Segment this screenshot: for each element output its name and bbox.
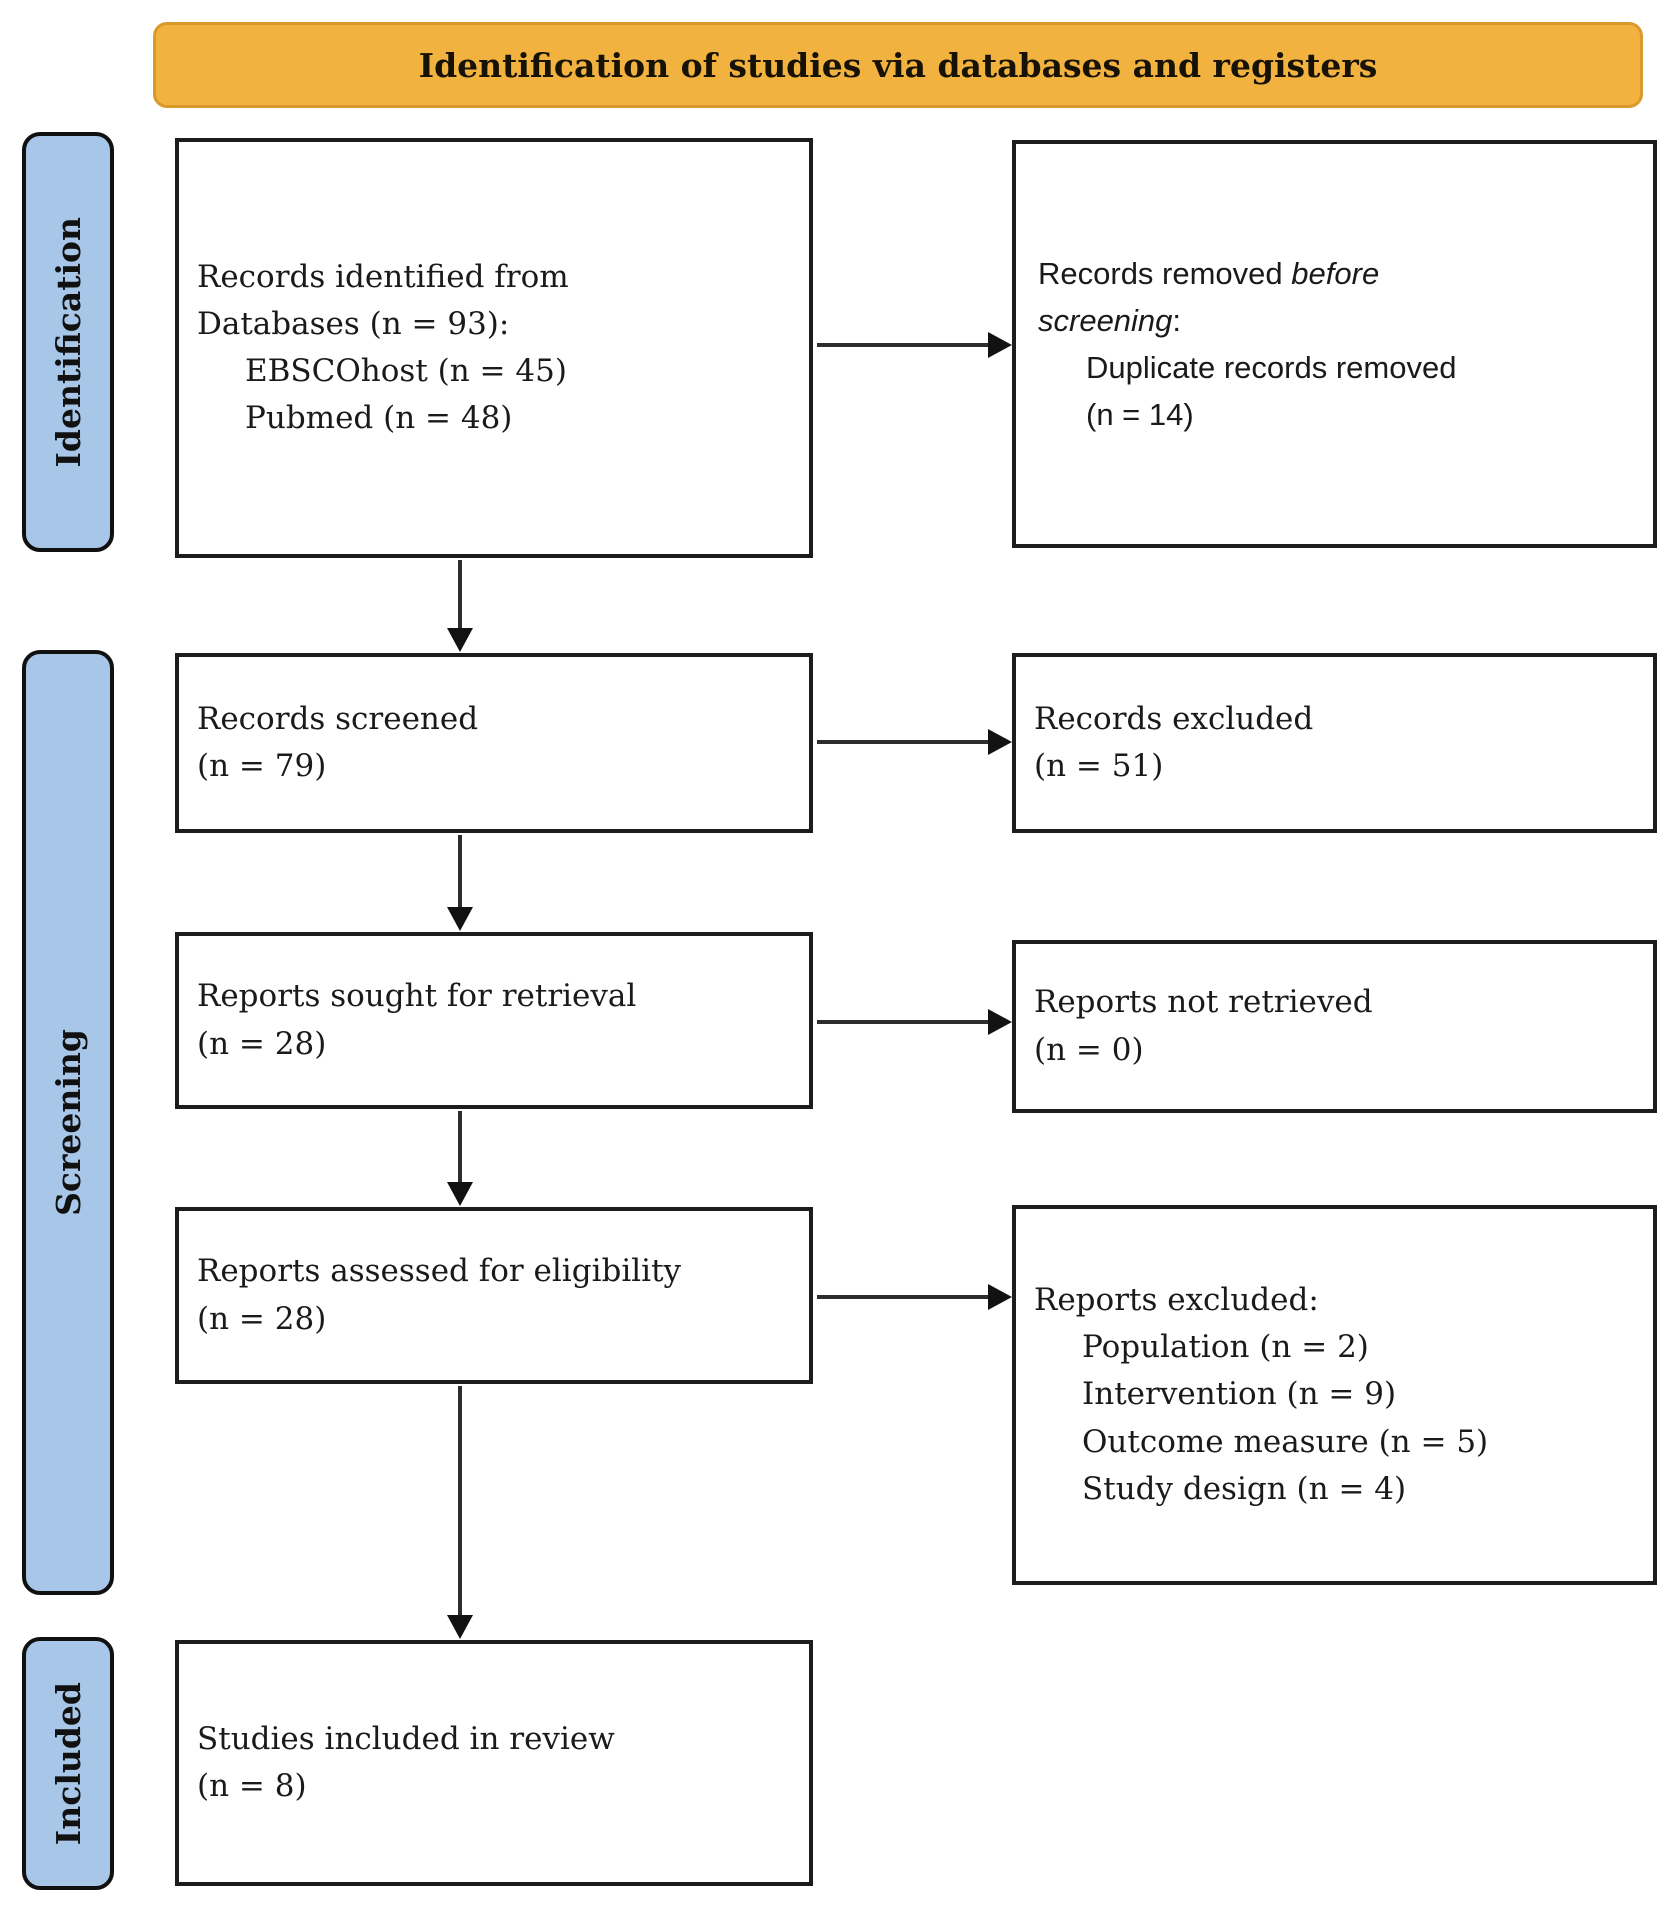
text-line: Population (n = 2)	[1082, 1329, 1369, 1366]
text-line: Databases (n = 93):	[197, 305, 510, 342]
stage-label-identification-text: Identification	[48, 216, 88, 468]
box-reports-sought: Reports sought for retrieval (n = 28)	[175, 932, 813, 1109]
banner: Identification of studies via databases …	[153, 22, 1643, 108]
text-line: Records excluded	[1034, 700, 1314, 737]
text-line: Reports excluded:	[1034, 1282, 1319, 1319]
arrow-sought-to-not-retrieved	[817, 1008, 1012, 1036]
stage-label-included-text: Included	[48, 1681, 88, 1846]
text-line: Outcome measure (n = 5)	[1082, 1423, 1489, 1460]
arrow-sought-to-assessed	[446, 1111, 474, 1206]
banner-title: Identification of studies via databases …	[418, 45, 1378, 85]
text-line: Duplicate records removed	[1086, 350, 1457, 385]
text-line: Studies included in review	[197, 1720, 615, 1757]
text-fragment: Records removed	[1038, 255, 1283, 291]
text-line: Reports assessed for eligibility	[197, 1253, 682, 1290]
text-line: Records identified from	[197, 258, 569, 295]
box-reports-excluded: Reports excluded: Population (n = 2) Int…	[1012, 1205, 1657, 1585]
arrow-identified-to-removed	[817, 331, 1012, 359]
text-line: Reports sought for retrieval	[197, 978, 637, 1015]
text-fragment: :	[1172, 302, 1182, 338]
text-line: EBSCOhost (n = 45)	[245, 353, 567, 389]
text-line: Records screened	[197, 700, 479, 737]
box-reports-assessed: Reports assessed for eligibility (n = 28…	[175, 1207, 813, 1384]
text-fragment-italic: screening	[1038, 302, 1173, 338]
text-line: (n = 79)	[197, 748, 327, 784]
text-fragment-italic: before	[1291, 255, 1380, 291]
arrow-assessed-to-included	[446, 1386, 474, 1639]
text-line: (n = 28)	[197, 1025, 327, 1062]
text-line: (n = 51)	[1034, 748, 1164, 784]
text-line: (n = 8)	[197, 1768, 307, 1804]
text-line: Pubmed (n = 48)	[245, 400, 513, 437]
text-line: Study design (n = 4)	[1082, 1470, 1407, 1507]
arrow-screened-to-sought	[446, 835, 474, 931]
text-line: (n = 28)	[197, 1300, 327, 1337]
text-line: Intervention (n = 9)	[1082, 1376, 1397, 1413]
box-reports-not-retrieved: Reports not retrieved (n = 0)	[1012, 940, 1657, 1113]
arrow-identified-to-screened	[446, 560, 474, 652]
text-line: Reports not retrieved	[1034, 984, 1373, 1021]
box-records-identified: Records identified from Databases (n = 9…	[175, 138, 813, 558]
stage-label-screening: Screening	[22, 650, 114, 1595]
text-line: screening:	[1038, 297, 1643, 344]
text-line: (n = 14)	[1086, 397, 1194, 433]
box-records-excluded: Records excluded (n = 51)	[1012, 653, 1657, 833]
box-studies-included: Studies included in review (n = 8)	[175, 1640, 813, 1886]
arrow-screened-to-excluded	[817, 728, 1012, 756]
text-line: Records removed before	[1038, 250, 1643, 297]
stage-label-identification: Identification	[22, 132, 114, 552]
box-records-screened: Records screened (n = 79)	[175, 653, 813, 833]
arrow-assessed-to-reports-excluded	[817, 1283, 1012, 1311]
stage-label-included: Included	[22, 1637, 114, 1890]
text-line: (n = 0)	[1034, 1031, 1144, 1068]
stage-label-screening-text: Screening	[48, 1029, 88, 1216]
box-records-removed: Records removed before screening: Duplic…	[1012, 140, 1657, 548]
